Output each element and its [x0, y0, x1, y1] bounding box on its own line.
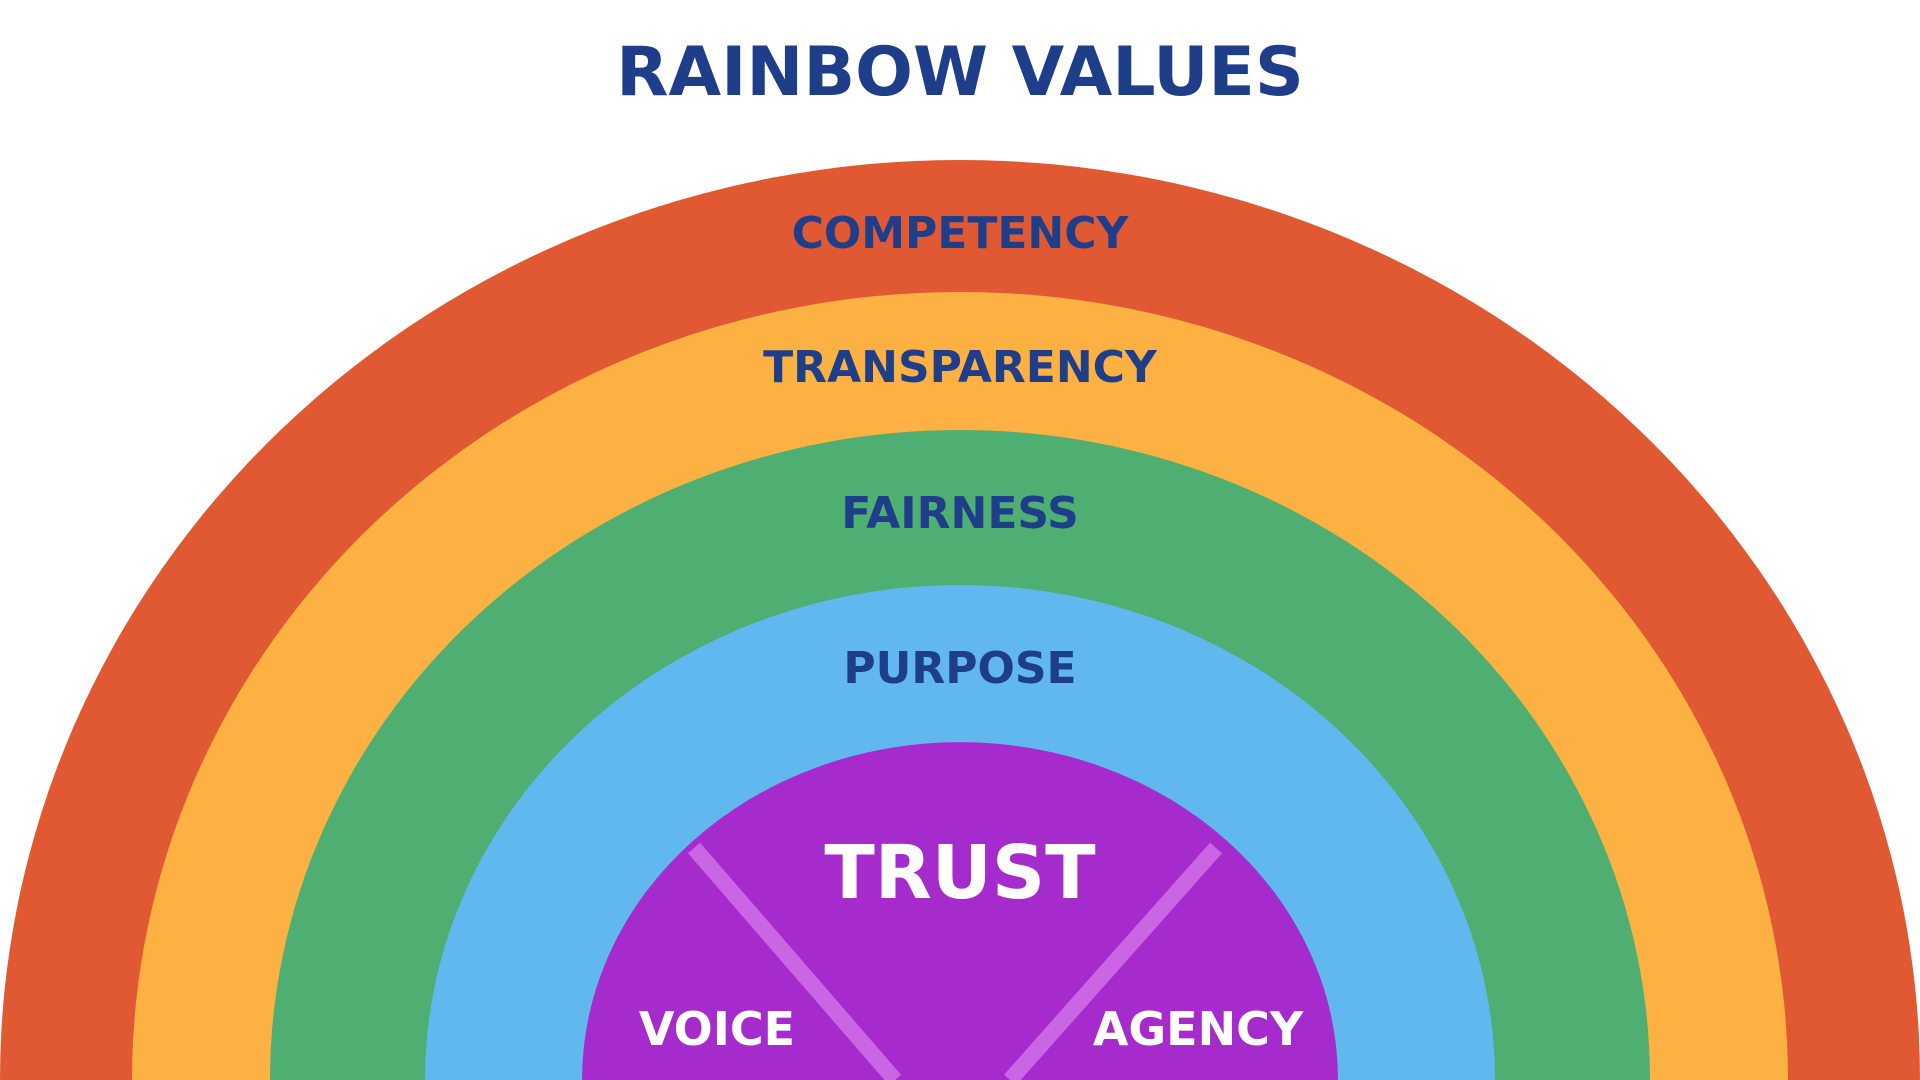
core-divider-right	[1004, 842, 1222, 1080]
arc-label-competency: COMPETENCY	[792, 208, 1130, 259]
arc-label-fairness: FAIRNESS	[841, 488, 1079, 539]
core-divider-left	[687, 842, 902, 1080]
core-trust	[582, 742, 1338, 1080]
core-label-trust: TRUST	[824, 830, 1096, 916]
core-label-agency: AGENCY	[1093, 1002, 1304, 1056]
page-title: RAINBOW VALUES	[616, 33, 1304, 112]
arc-label-purpose: PURPOSE	[843, 643, 1076, 694]
arc-label-transparency: TRANSPARENCY	[763, 342, 1158, 393]
core-label-voice: VOICE	[639, 1002, 795, 1056]
